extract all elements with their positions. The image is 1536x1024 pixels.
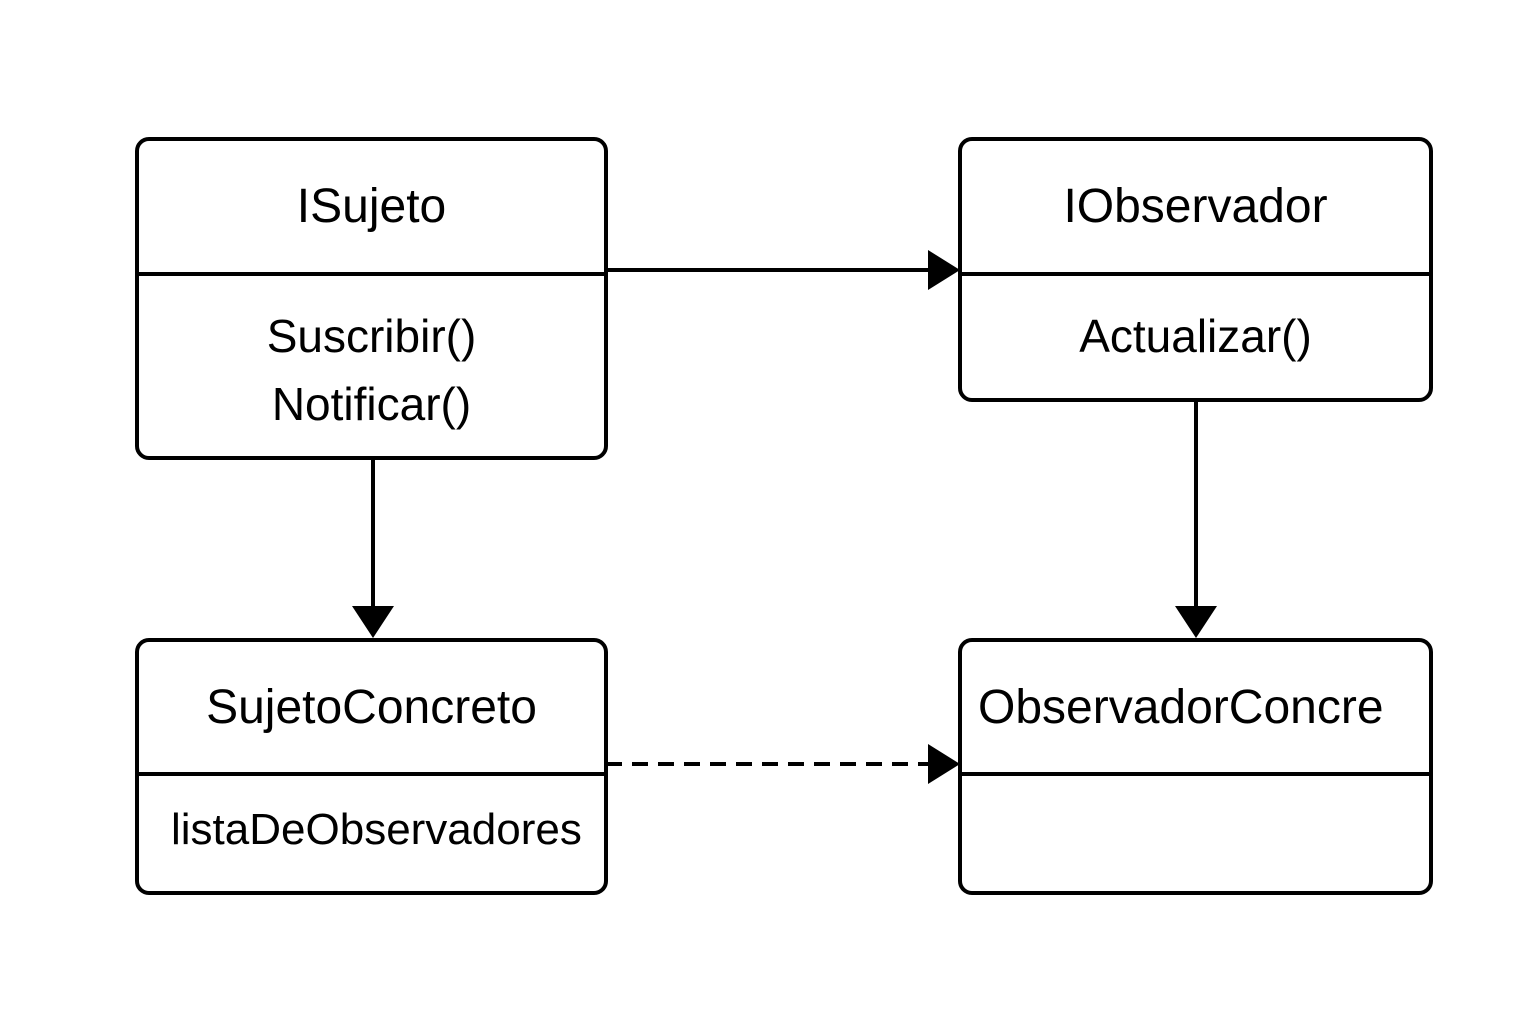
class-name-iobservador: IObservador [962,141,1429,276]
class-members-iobservador: Actualizar() [962,276,1429,370]
relation-isujeto-to-sujetoconcreto [352,458,394,638]
class-box-observadorconcreto[interactable]: ObservadorConcre [958,638,1433,895]
class-box-iobservador[interactable]: IObservador Actualizar() [958,137,1433,402]
member-suscribir: Suscribir() [266,310,477,362]
relation-sujetoconcreto-to-observadorconcreto [606,744,960,784]
class-box-isujeto[interactable]: ISujeto Suscribir() Notificar() [135,137,608,460]
member-listadeobservadores: listaDeObservadores [171,805,582,854]
class-members-isujeto: Suscribir() Notificar() [139,276,604,438]
relation-isujeto-to-iobservador [606,250,960,290]
class-name-isujeto: ISujeto [139,141,604,276]
class-name-sujetoconcreto: SujetoConcreto [139,642,604,776]
class-name-observadorconcreto: ObservadorConcre [962,642,1429,776]
member-actualizar: Actualizar() [1079,310,1312,362]
relation-iobservador-to-observadorconcreto [1175,400,1217,638]
class-members-sujetoconcreto: listaDeObservadores [139,776,604,864]
class-box-sujetoconcreto[interactable]: SujetoConcreto listaDeObservadores [135,638,608,895]
member-notificar: Notificar() [271,378,472,430]
